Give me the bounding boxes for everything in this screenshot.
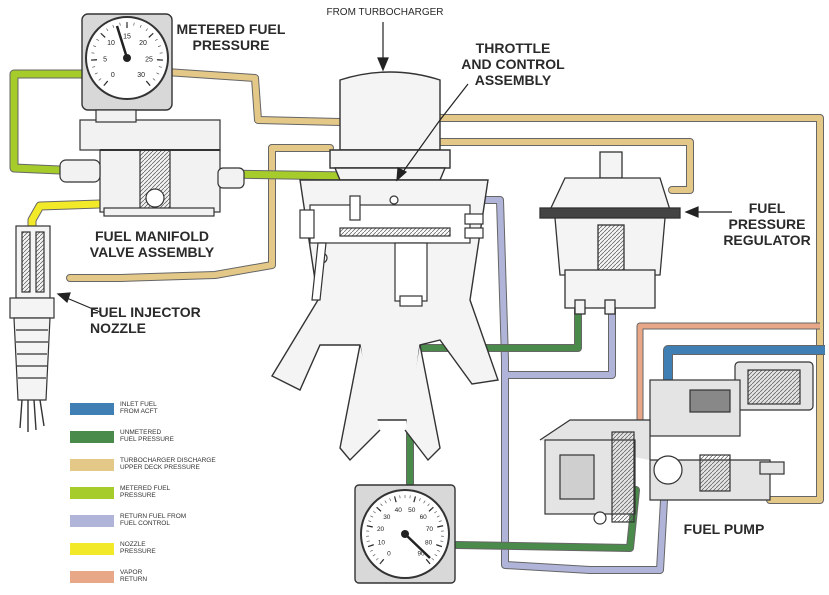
legend-item-inlet: INLET FUEL FROM ACFT (70, 401, 270, 419)
gauge-tick-label: 15 (123, 33, 131, 40)
gauge-tick-label: 10 (378, 539, 386, 546)
legend-swatch (70, 459, 114, 471)
legend-swatch (70, 487, 114, 499)
gauge-tick-label: 50 (408, 507, 416, 514)
fuel-pressure-regulator (540, 152, 680, 314)
gauge-tick-label: 80 (425, 539, 433, 546)
gauge-tick-label: 5 (103, 57, 107, 64)
gauge-tick-label: 20 (139, 40, 147, 47)
legend-item-metered: METERED FUEL PRESSURE (70, 485, 270, 503)
gauge-tick-label: 70 (426, 526, 434, 533)
gauge-tick-label: 30 (383, 514, 391, 521)
line-outline (505, 300, 612, 375)
label-throttle-control-assembly: THROTTLE AND CONTROL ASSEMBLY (458, 40, 568, 88)
gauge-tick-label: 60 (420, 514, 428, 521)
legend-swatch (70, 431, 114, 443)
legend-item-turbo: TURBOCHARGER DISCHARGE UPPER DECK PRESSU… (70, 457, 270, 475)
legend-text: RETURN FUEL FROM FUEL CONTROL (120, 513, 186, 528)
line-outline (14, 74, 85, 170)
legend-text: INLET FUEL FROM ACFT (120, 401, 158, 416)
gauge-tick-label: 10 (107, 40, 115, 47)
legend-swatch (70, 543, 114, 555)
gauge-tick-label: 25 (145, 57, 153, 64)
fuel-line (14, 74, 85, 170)
legend-swatch (70, 515, 114, 527)
label-from-turbocharger: FROM TURBOCHARGER (300, 7, 470, 19)
label-metered-fuel-pressure: METERED FUEL PRESSURE (172, 21, 290, 53)
legend-text: VAPOR RETURN (120, 569, 147, 584)
throttle-body (272, 72, 498, 460)
legend-text: NOZZLE PRESSURE (120, 541, 156, 556)
label-fuel-pump: FUEL PUMP (674, 521, 774, 537)
legend-item-vapor: VAPOR RETURN (70, 569, 270, 587)
legend-item-return: RETURN FUEL FROM FUEL CONTROL (70, 513, 270, 531)
gauge-tick-label: 20 (377, 526, 385, 533)
gauge-tick-label: 0 (387, 550, 391, 557)
label-fuel-pressure-regulator: FUEL PRESSURE REGULATOR (712, 200, 822, 248)
label-fuel-injector-nozzle: FUEL INJECTOR NOZZLE (90, 304, 240, 336)
label-fuel-manifold-valve: FUEL MANIFOLD VALVE ASSEMBLY (72, 228, 232, 260)
legend-item-nozzle: NOZZLE PRESSURE (70, 541, 270, 559)
gauge-tick-label: 30 (137, 72, 145, 79)
legend-item-unmetered: UNMETERED FUEL PRESSURE (70, 429, 270, 447)
gauge-tick-label: 0 (111, 72, 115, 79)
legend-swatch (70, 571, 114, 583)
gauge-tick-label: 40 (395, 507, 403, 514)
legend-swatch (70, 403, 114, 415)
fuel-line (505, 300, 612, 375)
legend-text: METERED FUEL PRESSURE (120, 485, 170, 500)
legend-text: TURBOCHARGER DISCHARGE UPPER DECK PRESSU… (120, 457, 216, 472)
legend-text: UNMETERED FUEL PRESSURE (120, 429, 174, 444)
fuel-injector-nozzle (10, 226, 54, 432)
metered-pressure-gauge: 0 5 10 15 20 25 30 (82, 14, 172, 110)
